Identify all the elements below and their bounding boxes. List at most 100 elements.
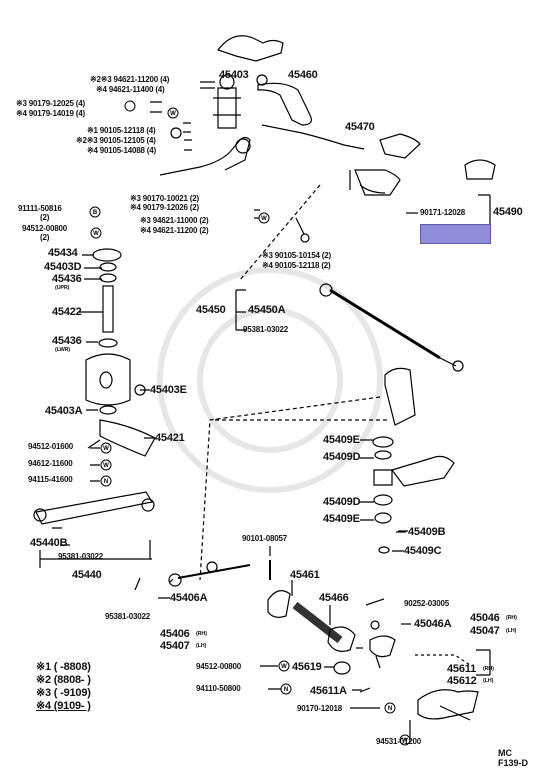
part-label-45409B[interactable]: 45409B: [408, 526, 446, 538]
kingpin: [102, 285, 114, 333]
part-label-90170-10021-2[interactable]: ※3 90170-10021 (2): [130, 194, 199, 203]
part-qty-94512-00800: (2): [40, 233, 50, 242]
idler-lever: [391, 455, 455, 487]
part-label-94621-11400-4[interactable]: ※4 94621-11400 (4): [96, 85, 165, 94]
part-label-45421[interactable]: 45421: [155, 432, 185, 444]
idler-arm-bracket: [213, 87, 241, 129]
washer-callout-w1: W: [170, 111, 176, 117]
part-label-45406[interactable]: 45406: [160, 628, 190, 640]
part-label-45409E-2[interactable]: 45409E: [323, 513, 360, 525]
dust-cover: [92, 248, 122, 262]
part-label-45436-lower[interactable]: 45436: [52, 335, 82, 347]
part-label-91111-50816[interactable]: 91111-50816: [18, 204, 62, 213]
part-label-45046A[interactable]: 45046A: [414, 618, 452, 630]
part-label-90252-03005[interactable]: 90252-03005: [404, 599, 449, 608]
knuckle-body: [85, 353, 131, 406]
washer-callout-w3: W: [261, 216, 267, 222]
washer-callout-w5: W: [103, 463, 109, 469]
part-label-90170-12018[interactable]: 90170-12018: [297, 704, 342, 713]
part-label-94512-01600[interactable]: 94512-01600: [28, 442, 73, 451]
part-label-90171-12028[interactable]: 90171-12028: [420, 208, 465, 217]
part-label-45409C[interactable]: 45409C: [404, 545, 442, 557]
selected-part-highlight[interactable]: [420, 224, 491, 244]
part-label-45403A[interactable]: 45403A: [45, 405, 83, 417]
part-label-95381-03022-c[interactable]: 95381-03022: [105, 612, 150, 621]
part-label-45466[interactable]: 45466: [319, 592, 349, 604]
part-label-90105-12105-4[interactable]: ※2※3 90105-12105 (4): [76, 136, 156, 145]
part-label-45612[interactable]: 45612: [447, 675, 477, 687]
part-label-90105-14088-4[interactable]: ※4 90105-14088 (4): [87, 146, 156, 155]
legend-row-1: ※1 ( -8808): [36, 661, 91, 673]
legend-row-3: ※3 ( -9109): [36, 687, 91, 699]
part-label-94110-50800[interactable]: 94110-50800: [196, 684, 241, 693]
legend-row-2: ※2 (8808- ): [36, 674, 91, 686]
part-label-90179-12025[interactable]: ※3 90179-12025 (4): [16, 99, 85, 108]
bolt-callout-b: B: [93, 210, 98, 216]
part-label-45403E[interactable]: 45403E: [150, 384, 187, 396]
part-label-45409D-2[interactable]: 45409D: [323, 496, 361, 508]
part-label-45440[interactable]: 45440: [72, 569, 102, 581]
part-label-45047[interactable]: 45047: [470, 625, 500, 637]
part-label-45409E-1[interactable]: 45409E: [323, 434, 360, 446]
washer-callout-w7: W: [402, 738, 408, 744]
part-label-45407[interactable]: 45407: [160, 640, 190, 652]
part-note-45047-lh: (LH): [506, 628, 517, 634]
part-label-45434[interactable]: 45434: [48, 247, 78, 259]
pitman-bracket: [257, 82, 312, 126]
part-label-90179-12026-2[interactable]: ※4 90179-12026 (2): [130, 203, 199, 212]
watermark-emblem: [157, 267, 383, 493]
part-label-95381-03022-b[interactable]: 95381-03022: [58, 552, 103, 561]
part-note-lwr: (LWR): [55, 347, 70, 353]
part-label-45450[interactable]: 45450: [196, 304, 226, 316]
part-label-45619[interactable]: 45619: [292, 661, 322, 673]
part-label-45436-upper[interactable]: 45436: [52, 273, 82, 285]
part-label-45440B[interactable]: 45440B: [30, 537, 68, 549]
part-label-45046[interactable]: 45046: [470, 612, 500, 624]
tie-rod-center: [329, 288, 441, 360]
adjusting-sleeve-clamp: [267, 590, 291, 618]
idler-bracket: [384, 367, 416, 426]
part-label-90105-12118-4[interactable]: ※1 90105-12118 (4): [87, 126, 156, 135]
part-label-94115-41600[interactable]: 94115-41600: [28, 475, 73, 484]
part-label-94531-01200[interactable]: 94531-01200: [376, 737, 421, 746]
idler-arm: [349, 169, 401, 196]
part-label-45461[interactable]: 45461: [290, 569, 320, 581]
part-label-45409D-1[interactable]: 45409D: [323, 451, 361, 463]
part-label-90105-12118-2[interactable]: ※4 90105-12118 (2): [262, 261, 331, 270]
part-label-94621-11200-4[interactable]: ※2※3 94621-11200 (4): [90, 75, 170, 84]
nut-callout-n1: N: [104, 479, 108, 485]
part-note-upr: (UPR): [55, 285, 70, 291]
part-label-45406A[interactable]: 45406A: [170, 592, 208, 604]
nut-callout-n3: N: [388, 706, 392, 712]
part-label-45403D[interactable]: 45403D: [44, 261, 82, 273]
part-label-45450A[interactable]: 45450A: [248, 304, 286, 316]
part-label-45403[interactable]: 45403: [219, 69, 249, 81]
part-label-94621-11200-2[interactable]: ※4 94621-11200 (2): [140, 226, 209, 235]
part-label-90179-14019[interactable]: ※4 90179-14019 (4): [16, 109, 85, 118]
relay-rod-upper: [261, 124, 365, 150]
part-label-45470[interactable]: 45470: [345, 121, 375, 133]
part-label-45611[interactable]: 45611: [447, 663, 476, 675]
part-label-45422[interactable]: 45422: [52, 306, 82, 318]
part-note-45612-lh: (LH): [483, 678, 494, 684]
part-label-45490[interactable]: 45490: [493, 206, 523, 218]
diagram-code: MC F139-D: [498, 748, 529, 768]
part-label-90101-08057[interactable]: 90101-08057: [242, 534, 287, 543]
part-label-95381-03022-a[interactable]: 95381-03022: [243, 325, 288, 334]
part-label-90105-10154-2[interactable]: ※3 90105-10154 (2): [262, 251, 331, 260]
part-label-45460[interactable]: 45460: [288, 69, 318, 81]
washer-callout-w4: W: [103, 446, 109, 452]
part-label-45611A[interactable]: 45611A: [310, 685, 347, 697]
part-label-94612-11600[interactable]: 94612-11600: [28, 459, 73, 468]
part-label-94512-00800-b[interactable]: 94512-00800: [196, 662, 241, 671]
part-label-94512-00800[interactable]: 94512-00800: [22, 224, 67, 233]
washer-callout-w6: W: [281, 664, 287, 670]
part-qty-91111-50816: (2): [40, 213, 50, 222]
part-label-94621-11000-2[interactable]: ※3 94621-11000 (2): [140, 216, 209, 225]
adjusting-sleeve: [292, 601, 343, 644]
washer-callout-w2: W: [93, 231, 99, 237]
part-note-45407-lh: (LH): [196, 643, 207, 649]
steering-damper-bracket: [417, 689, 479, 720]
